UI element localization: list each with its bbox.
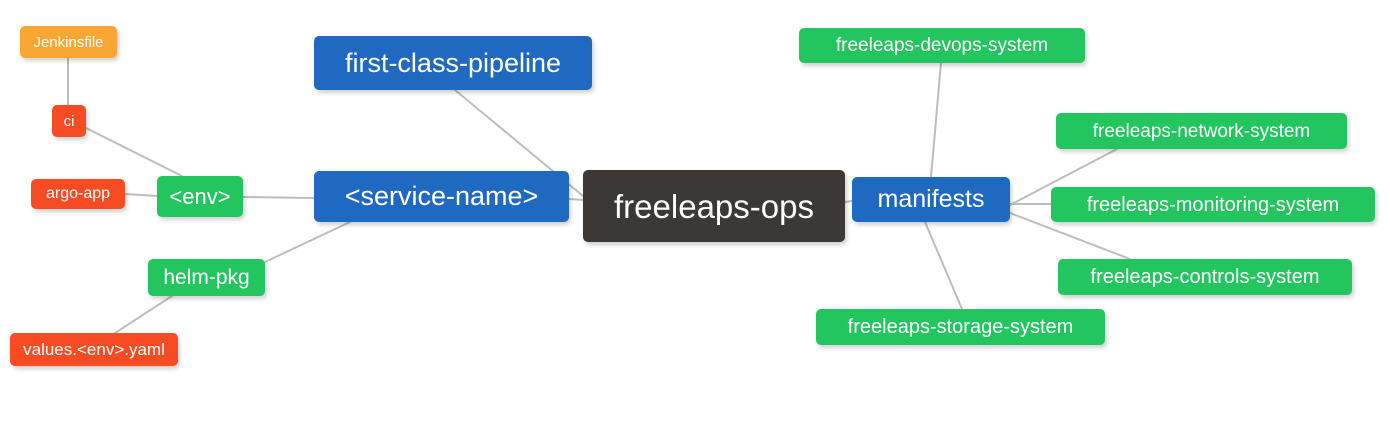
node-freeleaps-ops[interactable]: freeleaps-ops	[583, 170, 845, 242]
node-label-env: <env>	[169, 183, 231, 209]
node-label-freeleaps-network-system: freeleaps-network-system	[1092, 120, 1311, 142]
node-label-freeleaps-ops: freeleaps-ops	[614, 187, 814, 225]
node-jenkinsfile[interactable]: Jenkinsfile	[20, 26, 117, 58]
node-label-argo-app: argo-app	[45, 185, 111, 202]
node-ci[interactable]: ci	[52, 105, 86, 137]
node-label-freeleaps-devops-system: freeleaps-devops-system	[835, 35, 1049, 56]
node-label-jenkinsfile: Jenkinsfile	[33, 33, 104, 51]
node-label-freeleaps-controls-system: freeleaps-controls-system	[1090, 266, 1320, 288]
edge-manifests-to-freeleaps-devops-system	[930, 62, 942, 178]
edge-env-to-argo-app	[124, 193, 158, 197]
node-service-name[interactable]: <service-name>	[314, 171, 569, 222]
node-helm-pkg[interactable]: helm-pkg	[148, 259, 265, 296]
node-label-service-name: <service-name>	[344, 181, 539, 211]
edge-freeleaps-ops-to-service-name	[568, 198, 584, 201]
node-label-freeleaps-storage-system: freeleaps-storage-system	[847, 316, 1074, 338]
node-values-env-yaml[interactable]: values.<env>.yaml	[10, 333, 178, 366]
node-first-class-pipeline[interactable]: first-class-pipeline	[314, 36, 592, 90]
node-freeleaps-monitoring-system[interactable]: freeleaps-monitoring-system	[1051, 187, 1375, 222]
node-label-helm-pkg: helm-pkg	[163, 266, 250, 289]
edge-manifests-to-freeleaps-storage-system	[924, 221, 963, 310]
edge-freeleaps-ops-to-manifests	[844, 200, 853, 203]
edge-helm-pkg-to-values-env-yaml	[114, 295, 173, 334]
edge-service-name-to-helm-pkg	[264, 221, 351, 263]
edge-env-to-ci	[85, 127, 183, 177]
node-freeleaps-network-system[interactable]: freeleaps-network-system	[1056, 113, 1347, 149]
node-freeleaps-devops-system[interactable]: freeleaps-devops-system	[799, 28, 1085, 63]
node-freeleaps-controls-system[interactable]: freeleaps-controls-system	[1058, 259, 1352, 295]
node-argo-app[interactable]: argo-app	[31, 179, 125, 209]
node-label-first-class-pipeline: first-class-pipeline	[344, 47, 562, 78]
node-freeleaps-storage-system[interactable]: freeleaps-storage-system	[816, 309, 1105, 345]
node-env[interactable]: <env>	[157, 176, 243, 217]
node-label-ci: ci	[63, 112, 75, 130]
node-label-values-env-yaml: values.<env>.yaml	[23, 340, 165, 359]
edge-service-name-to-env	[242, 196, 315, 199]
node-label-freeleaps-monitoring-system: freeleaps-monitoring-system	[1086, 193, 1340, 216]
node-label-manifests: manifests	[877, 185, 985, 213]
node-manifests[interactable]: manifests	[852, 177, 1010, 222]
